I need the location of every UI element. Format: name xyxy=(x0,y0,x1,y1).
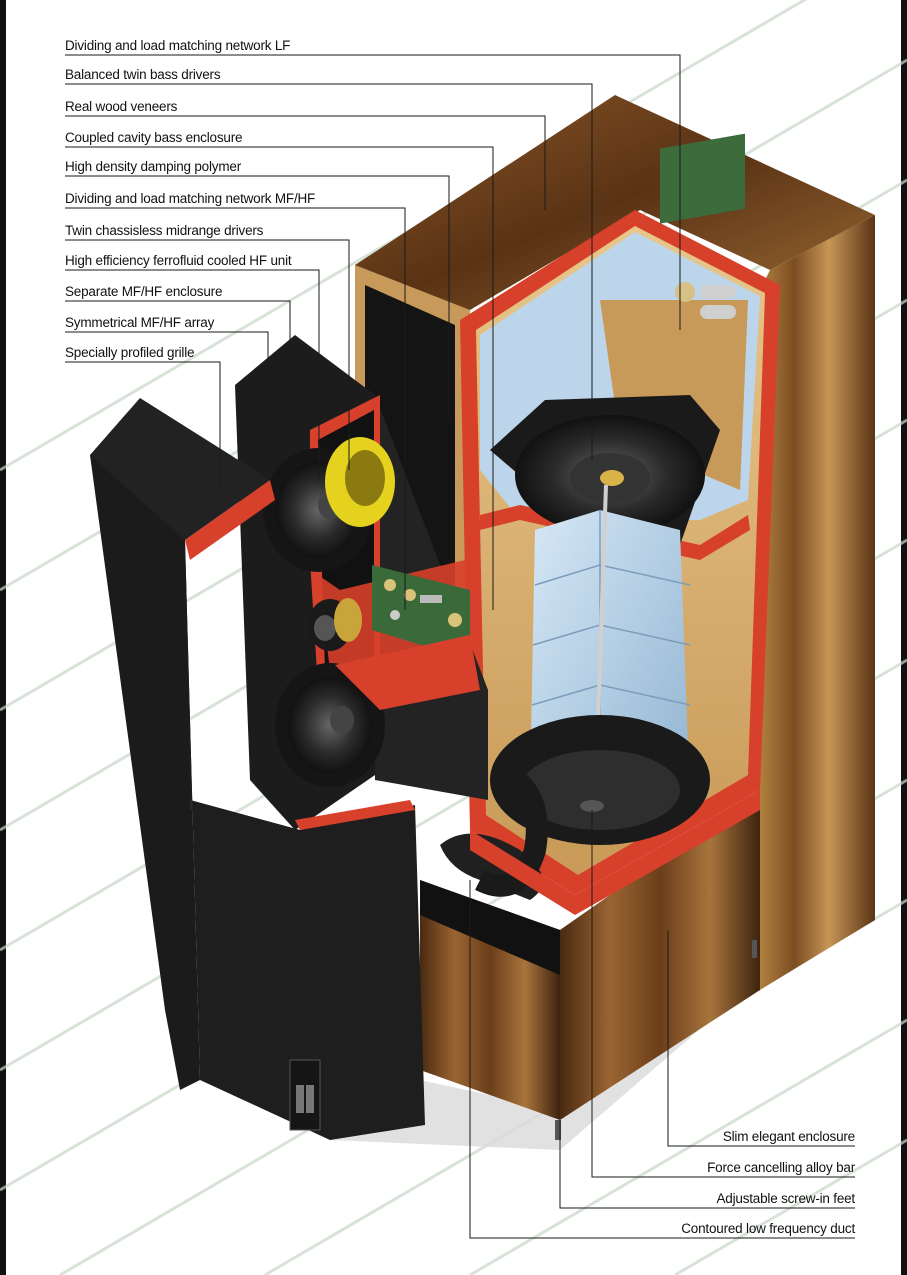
label-alloy-bar: Force cancelling alloy bar xyxy=(707,1160,856,1175)
label-midrange-drivers: Twin chassisless midrange drivers xyxy=(65,223,264,238)
right-labels: Slim elegant enclosure Force cancelling … xyxy=(681,1129,856,1236)
label-mfhf-array: Symmetrical MF/HF array xyxy=(65,315,215,330)
left-frame-edge xyxy=(0,0,6,1275)
hf-unit xyxy=(308,598,362,651)
lower-midrange-driver xyxy=(275,663,385,787)
grille-badge xyxy=(289,1059,321,1131)
label-mfhf-enclosure: Separate MF/HF enclosure xyxy=(65,284,222,299)
screw-in-foot-1 xyxy=(555,1120,561,1140)
lf-coil-1 xyxy=(700,285,736,299)
lf-coil-2 xyxy=(700,305,736,319)
lf-capacitor xyxy=(675,282,695,302)
upper-bass-driver xyxy=(490,395,720,545)
label-lf-network: Dividing and load matching network LF xyxy=(65,38,290,53)
left-leader-lines xyxy=(65,54,681,610)
yellow-midrange-basket xyxy=(325,437,395,527)
label-bass-drivers: Balanced twin bass drivers xyxy=(65,67,221,82)
mfhf-red-cutaway-bottom xyxy=(335,635,480,710)
right-leader-lines xyxy=(469,810,855,1239)
label-grille: Specially profiled grille xyxy=(65,345,194,360)
cabinet-side-panel xyxy=(760,215,875,990)
label-slim-enclosure: Slim elegant enclosure xyxy=(723,1129,855,1144)
cabinet-front-lower-right xyxy=(560,790,760,1120)
label-wood-veneers: Real wood veneers xyxy=(65,99,178,114)
cabinet-top xyxy=(355,95,875,310)
lf-network-board xyxy=(660,133,745,224)
label-damping-polymer: High density damping polymer xyxy=(65,159,242,174)
lf-duct xyxy=(420,759,560,975)
mfhf-network-board xyxy=(372,565,470,660)
cavity-lower-lip xyxy=(470,790,760,915)
label-bass-enclosure: Coupled cavity bass enclosure xyxy=(65,130,242,145)
label-screw-in-feet: Adjustable screw-in feet xyxy=(716,1191,855,1206)
label-hf-unit: High efficiency ferrofluid cooled HF uni… xyxy=(65,253,292,268)
left-labels: Dividing and load matching network LF Ba… xyxy=(65,38,315,360)
label-lf-duct: Contoured low frequency duct xyxy=(681,1221,855,1236)
specially-profiled-grille xyxy=(90,398,425,1140)
right-frame-edge xyxy=(901,0,907,1275)
screw-in-foot-2 xyxy=(752,940,757,958)
label-mfhf-network: Dividing and load matching network MF/HF xyxy=(65,191,315,206)
